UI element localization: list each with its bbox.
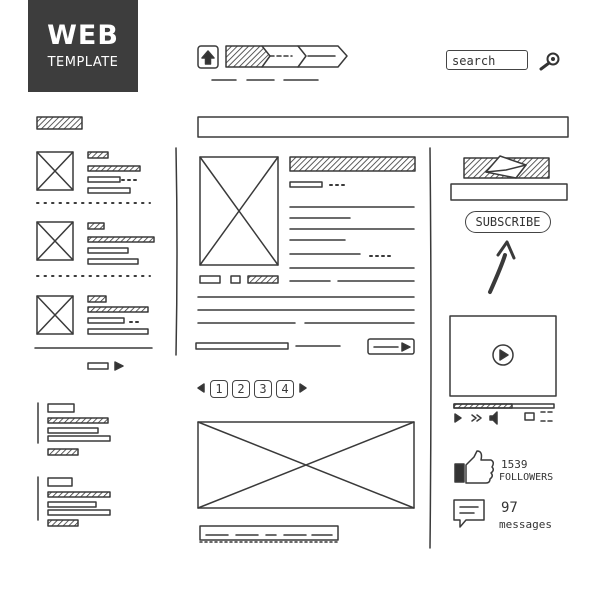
followers-label: FOLLOWERS	[499, 472, 554, 483]
video-play-button[interactable]	[492, 344, 514, 366]
page-4-button[interactable]: 4	[276, 380, 294, 398]
followers-count: 1539	[501, 458, 528, 471]
breadcrumb[interactable]	[225, 45, 348, 68]
next-arrow-icon[interactable]	[299, 383, 307, 393]
mail-icon	[463, 155, 550, 179]
messages-count: 97	[501, 500, 518, 516]
prev-arrow-icon[interactable]	[197, 383, 205, 393]
thumbnail-placeholder[interactable]	[36, 295, 74, 335]
page-2-button[interactable]: 2	[232, 380, 250, 398]
navigation-bar[interactable]	[197, 116, 569, 138]
read-more-button[interactable]	[367, 338, 415, 355]
home-up-icon[interactable]	[197, 45, 219, 69]
video-player[interactable]	[449, 315, 557, 397]
page-3-button[interactable]: 3	[254, 380, 272, 398]
thumbnail-placeholder[interactable]	[36, 221, 74, 261]
logo-title: WEB	[47, 20, 119, 51]
search-input[interactable]: search	[446, 50, 528, 70]
logo: WEB TEMPLATE	[28, 0, 138, 92]
article-image-placeholder[interactable]	[199, 156, 279, 266]
banner-image-placeholder[interactable]	[197, 421, 415, 509]
subscribe-button[interactable]: SUBSCRIBE	[465, 211, 551, 233]
thumbnail-placeholder[interactable]	[36, 151, 74, 191]
page-1-button[interactable]: 1	[210, 380, 228, 398]
messages-label: messages	[499, 518, 552, 531]
search-icon[interactable]	[538, 50, 564, 72]
message-icon[interactable]	[453, 499, 485, 528]
logo-subtitle: TEMPLATE	[47, 55, 119, 70]
thumbs-up-icon[interactable]	[454, 450, 495, 484]
play-arrow-icon[interactable]	[114, 361, 124, 371]
